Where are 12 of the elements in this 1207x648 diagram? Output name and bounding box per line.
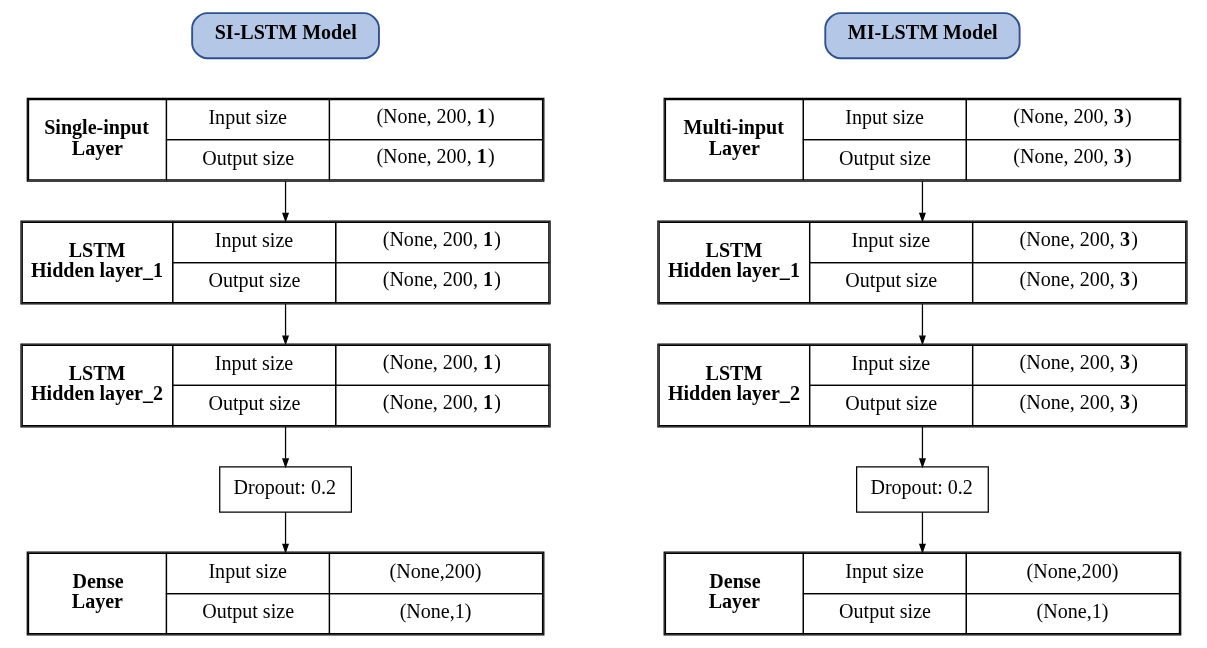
node-box: Dropout: 0.2 xyxy=(855,466,989,513)
arrow xyxy=(281,511,289,554)
arrow xyxy=(918,303,926,346)
arrow xyxy=(918,426,926,469)
arrow xyxy=(281,180,289,223)
arrow xyxy=(281,426,289,469)
arrow xyxy=(918,511,926,554)
node-box: MI-LSTM Model xyxy=(823,12,1021,60)
arrow xyxy=(281,303,289,346)
node-box: SI-LSTM Model xyxy=(190,12,380,60)
arrow xyxy=(918,180,926,223)
node-box: Dropout: 0.2 xyxy=(218,466,352,513)
